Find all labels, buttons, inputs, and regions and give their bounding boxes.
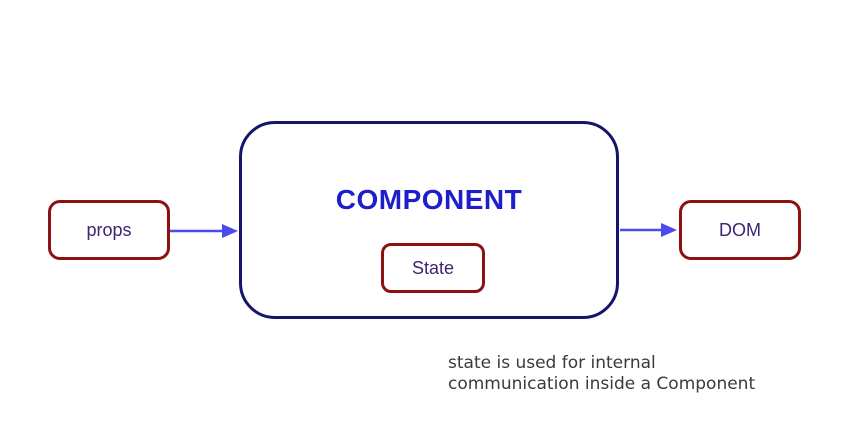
- component-box: COMPONENT State: [239, 121, 619, 319]
- props-label: props: [86, 219, 132, 240]
- caption-line-2: communication inside a Component: [448, 374, 756, 394]
- caption: state is used for internal communication…: [448, 353, 755, 395]
- dom-label: DOM: [719, 219, 761, 240]
- arrow-props-to-component-icon: [170, 224, 238, 238]
- state-box: State: [381, 243, 485, 293]
- arrow-head-icon: [222, 224, 238, 238]
- arrow-component-to-dom-icon: [620, 223, 677, 237]
- state-label: State: [411, 257, 455, 278]
- component-title: COMPONENT: [335, 184, 523, 215]
- caption-line-1: state is used for internal: [448, 353, 656, 373]
- dom-box: DOM: [679, 200, 801, 260]
- arrow-head-icon: [661, 223, 677, 237]
- props-box: props: [48, 200, 170, 260]
